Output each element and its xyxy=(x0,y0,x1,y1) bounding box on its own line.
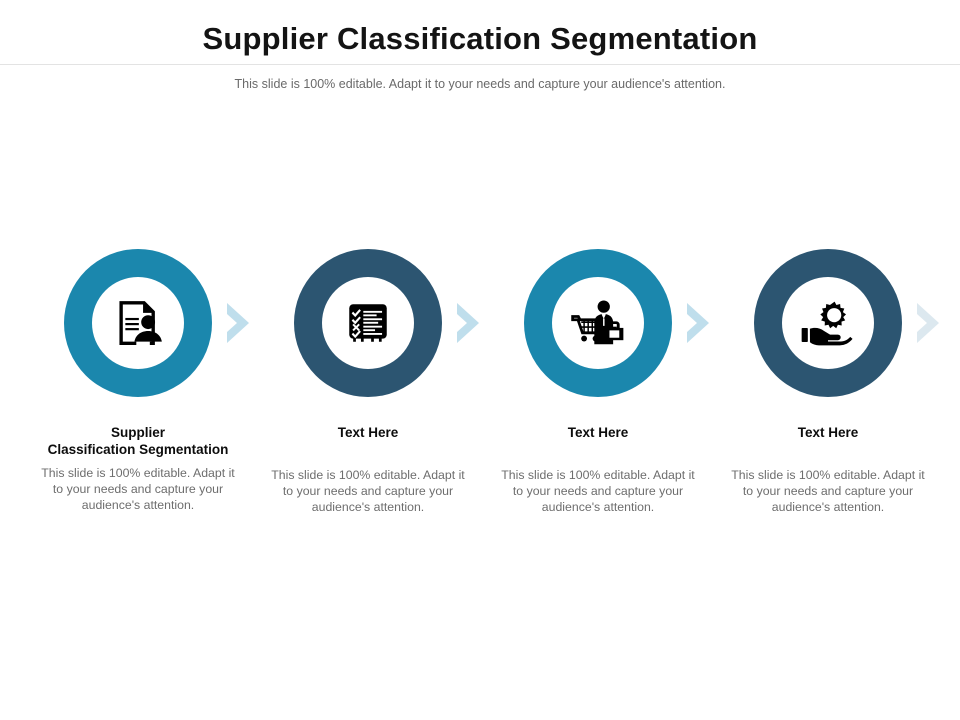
step-3-heading: Text Here xyxy=(483,424,713,441)
step-2-body: This slide is 100% editable. Adapt it to… xyxy=(271,468,465,514)
step-1-heading: Supplier Classification Segmentation xyxy=(23,424,253,458)
step-4-heading-line1: Text Here xyxy=(797,425,859,440)
step-3-circle[interactable] xyxy=(524,249,672,397)
shopping-cart-businessman-icon xyxy=(571,297,625,349)
step-2-heading-line1: Text Here xyxy=(337,425,399,440)
step-3-body: This slide is 100% editable. Adapt it to… xyxy=(501,468,695,514)
step-1-icon-well xyxy=(92,277,184,369)
hand-gear-icon xyxy=(800,297,856,349)
step-1-chevron-icon xyxy=(223,301,257,345)
step-2-icon-well xyxy=(322,277,414,369)
step-2-heading: Text Here xyxy=(253,424,483,441)
page-subtitle: This slide is 100% editable. Adapt it to… xyxy=(234,77,726,91)
process-steps-row: Supplier Classification Segmentation Thi… xyxy=(0,249,960,559)
step-2-chevron-icon xyxy=(453,301,487,345)
step-1-circle[interactable] xyxy=(64,249,212,397)
step-2-circle[interactable] xyxy=(294,249,442,397)
process-step-4[interactable]: Text Here This slide is 100% editable. A… xyxy=(713,249,943,559)
step-1-body: This slide is 100% editable. Adapt it to… xyxy=(41,466,235,512)
step-1-heading-line1: Supplier xyxy=(110,425,165,440)
process-step-1[interactable]: Supplier Classification Segmentation Thi… xyxy=(23,249,253,559)
checklist-icon xyxy=(343,298,393,348)
step-4-chevron-icon xyxy=(913,301,947,345)
step-3-heading-line1: Text Here xyxy=(567,425,629,440)
step-3-icon-well xyxy=(552,277,644,369)
process-step-2[interactable]: Text Here This slide is 100% editable. A… xyxy=(253,249,483,559)
step-4-body: This slide is 100% editable. Adapt it to… xyxy=(731,468,925,514)
step-1-heading-line2: Classification Segmentation xyxy=(47,442,229,457)
page-title: Supplier Classification Segmentation xyxy=(202,21,758,56)
title-divider xyxy=(0,64,960,65)
step-3-chevron-icon xyxy=(683,301,717,345)
step-4-icon-well xyxy=(782,277,874,369)
step-4-circle[interactable] xyxy=(754,249,902,397)
document-person-icon xyxy=(111,296,165,350)
process-step-3[interactable]: Text Here This slide is 100% editable. A… xyxy=(483,249,713,559)
step-4-heading: Text Here xyxy=(713,424,943,441)
